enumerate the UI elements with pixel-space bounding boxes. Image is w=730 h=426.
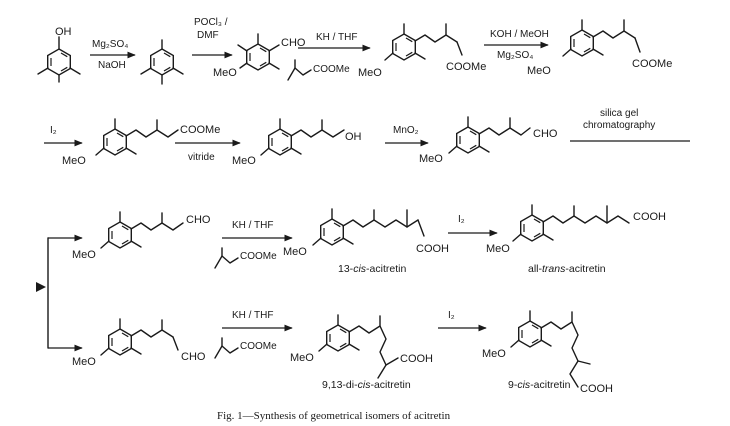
reaction-arrow-2: POCl₃ / DMF [192, 17, 233, 59]
svg-text:I₂: I₂ [448, 310, 455, 321]
svg-text:MeO: MeO [486, 243, 510, 255]
svg-text:Mg₂SO₄: Mg₂SO₄ [92, 39, 128, 50]
svg-text:MeO: MeO [419, 153, 443, 165]
svg-text:chromatography: chromatography [583, 120, 655, 131]
reaction-arrow-6: COOMe vitride [175, 124, 241, 163]
svg-text:MeO: MeO [62, 155, 86, 167]
svg-text:KOH / MeOH: KOH / MeOH [490, 29, 549, 40]
reaction-arrow-3: KH / THF COOMe [287, 32, 371, 81]
svg-text:MeO: MeO [482, 348, 506, 360]
svg-text:Mg₂SO₄: Mg₂SO₄ [497, 50, 533, 61]
compound-trans-aldehyde: MeO CHO [72, 211, 211, 261]
compound-cis-aldehyde: MeO CHO [72, 318, 206, 368]
compound-aldehyde-mixture: MeO CHO [419, 116, 558, 165]
reaction-arrow-4: KOH / MeOH Mg₂SO₄ [484, 29, 549, 61]
svg-text:CHO: CHO [181, 351, 206, 363]
compound-cis-ester: MeO COOMe [358, 23, 486, 79]
label-13-cis-acitretin: 13-cis-acitretin [338, 263, 406, 275]
compound-alcohol: MeO OH [232, 118, 362, 167]
svg-text:COOMe: COOMe [180, 124, 220, 136]
branch-bracket [36, 234, 83, 352]
compound-trimethylphenol: OH [37, 26, 81, 83]
svg-text:POCl₃ /: POCl₃ / [194, 17, 228, 28]
svg-text:COOH: COOH [633, 211, 666, 223]
reaction-arrow-11: KH / THF COOMe [214, 310, 293, 359]
reaction-arrow-1: Mg₂SO₄ NaOH [90, 39, 136, 71]
label-9-cis-acitretin: 9-cis-acitretin [508, 379, 571, 391]
svg-text:DMF: DMF [197, 30, 219, 41]
compound-aldehyde: CHO MeO [213, 33, 306, 79]
svg-text:MeO: MeO [358, 67, 382, 79]
svg-text:MeO: MeO [232, 155, 256, 167]
label-9-13-di-cis-acitretin: 9,13-di-cis-acitretin [322, 379, 411, 391]
compound-all-trans-acitretin: MeO COOH all-trans-acitretin [486, 204, 666, 275]
svg-text:MeO: MeO [283, 246, 307, 258]
separation-step: silica gel chromatography [570, 108, 690, 142]
svg-text:CHO: CHO [533, 128, 558, 140]
svg-text:NaOH: NaOH [98, 60, 126, 71]
compound-cis-ester-2: MeO COOMe [527, 19, 672, 77]
svg-text:silica gel: silica gel [600, 108, 638, 119]
compound-9-13-di-cis-acitretin: MeO COOH 9,13-di-cis-acitretin [290, 314, 433, 391]
svg-text:I₂: I₂ [50, 125, 57, 136]
reaction-arrow-9: KH / THF COOMe [214, 220, 293, 269]
svg-text:COOMe: COOMe [240, 341, 277, 352]
compound-9-cis-acitretin: MeO COOH 9-cis-acitretin [482, 310, 613, 395]
compound-trans-ester: MeO [62, 118, 179, 167]
svg-text:vitride: vitride [188, 152, 215, 163]
svg-text:CHO: CHO [281, 37, 306, 49]
svg-text:MnO₂: MnO₂ [393, 125, 419, 136]
svg-text:COOMe: COOMe [446, 61, 486, 73]
figure-caption: Fig. 1—Synthesis of geometrical isomers … [217, 410, 451, 422]
svg-text:COOH: COOH [416, 243, 449, 255]
compound-trimethylbenzene [140, 39, 184, 85]
svg-text:OH: OH [55, 26, 72, 38]
svg-text:COOMe: COOMe [313, 64, 350, 75]
label-all-trans-acitretin: all-trans-acitretin [528, 263, 606, 275]
svg-text:MeO: MeO [290, 352, 314, 364]
compound-13-cis-acitretin: MeO COOH 13-cis-acitretin [283, 208, 449, 275]
svg-text:COOH: COOH [400, 353, 433, 365]
svg-text:OH: OH [345, 131, 362, 143]
svg-text:KH / THF: KH / THF [232, 310, 273, 321]
svg-text:MeO: MeO [72, 356, 96, 368]
reaction-arrow-10: I₂ [448, 214, 498, 237]
reaction-arrow-12: I₂ [438, 310, 487, 332]
svg-text:KH / THF: KH / THF [232, 220, 273, 231]
reaction-arrow-5: I₂ [44, 125, 83, 147]
svg-text:I₂: I₂ [458, 214, 465, 225]
reaction-arrow-7: MnO₂ [385, 125, 429, 147]
svg-text:MeO: MeO [213, 67, 237, 79]
svg-text:COOMe: COOMe [240, 251, 277, 262]
svg-text:CHO: CHO [186, 214, 211, 226]
svg-text:KH / THF: KH / THF [316, 32, 357, 43]
svg-text:MeO: MeO [72, 249, 96, 261]
svg-text:MeO: MeO [527, 65, 551, 77]
svg-text:COOMe: COOMe [632, 58, 672, 70]
svg-text:COOH: COOH [580, 383, 613, 395]
